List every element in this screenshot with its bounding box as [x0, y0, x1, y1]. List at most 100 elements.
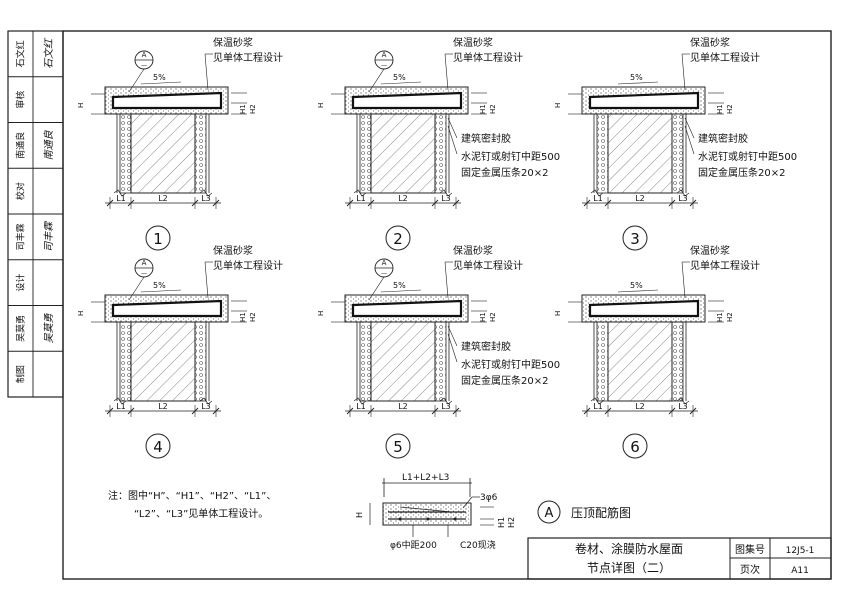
detail-6-h1: H1 — [716, 312, 724, 322]
detail-5-sealant-label: 建筑密封胶 — [461, 340, 511, 353]
detail-2-sealant-label: 建筑密封胶 — [461, 132, 511, 145]
detail-3-h2: H2 — [726, 104, 734, 114]
detail-2-h1: H1 — [479, 104, 487, 114]
strip-role-3: 校对 — [15, 182, 27, 200]
strip-signature-0: 石文红 — [43, 37, 55, 69]
detail-2-slope: 5% — [393, 73, 406, 82]
detail-4-mortar-label: 保温砂浆 — [213, 244, 253, 257]
detail-2-h2: H2 — [489, 104, 497, 114]
detail-3-sealant-label: 建筑密封胶 — [698, 132, 748, 145]
detail-6-design-label: 见单体工程设计 — [690, 259, 760, 272]
detail-6-l1: L1 — [593, 402, 603, 411]
rebar-h1-label: H1 — [497, 517, 506, 528]
detail-6-slope: 5% — [630, 281, 643, 290]
page-value: A11 — [791, 566, 809, 576]
detail-3-h1: H1 — [716, 104, 724, 114]
atlas-label: 图集号 — [735, 543, 765, 556]
detail-4-design-label: 见单体工程设计 — [213, 259, 283, 272]
strip-role-0: 石文红 — [15, 40, 27, 67]
detail-number-4: 4 — [153, 438, 163, 456]
detail-5-slope: 5% — [393, 281, 406, 290]
detail-3-strip-label: 固定金属压条20×2 — [698, 166, 785, 179]
detail-6-mortar-label: 保温砂浆 — [690, 244, 730, 257]
strip-signature-4: 司丰霖 — [43, 221, 55, 252]
detail-5-h1: H1 — [479, 312, 487, 322]
detail-3-nail-label: 水泥钉或射钉中距500 — [698, 150, 797, 163]
detail-4-ref-number: — — [141, 270, 147, 277]
detail-5-h2: H2 — [489, 312, 497, 322]
strip-role-4: 司丰霖 — [15, 223, 27, 250]
detail-2-nail-label: 水泥钉或射钉中距500 — [461, 150, 560, 163]
detail-5-l2: L2 — [398, 402, 408, 411]
detail-1-slope: 5% — [153, 73, 166, 82]
detail-number-5: 5 — [393, 438, 403, 456]
detail-4-l2: L2 — [158, 402, 168, 411]
rebar-h2-label: H2 — [507, 517, 516, 528]
detail-4-h: H — [77, 311, 85, 316]
detail-1-h2: H2 — [249, 104, 257, 114]
rebar-ref-letter: A — [545, 506, 554, 521]
detail-number-6: 6 — [630, 438, 640, 456]
detail-5-design-label: 见单体工程设计 — [453, 259, 523, 272]
detail-6-l3: L3 — [678, 402, 688, 411]
title-line-2: 节点详图（二） — [587, 560, 671, 575]
rebar-h-label: H — [355, 512, 364, 518]
strip-role-2: 南通良 — [15, 132, 27, 159]
note-line-1: 注：图中“H”、“H1”、“H2”、“L1”、 — [108, 489, 276, 502]
detail-5-strip-label: 固定金属压条20×2 — [461, 374, 548, 387]
detail-3-h: H — [554, 103, 562, 108]
detail-2-h: H — [317, 103, 325, 108]
detail-4-l1: L1 — [116, 402, 126, 411]
detail-6-h: H — [554, 311, 562, 316]
detail-5-nail-label: 水泥钉或射钉中距500 — [461, 358, 560, 371]
signature-strip: 石文红石文红审核南通良南通良校对司丰霖司丰霖设计吴莫勇吴莫勇制图 — [7, 30, 64, 398]
strip-role-6: 吴莫勇 — [15, 315, 27, 342]
detail-4-h2: H2 — [249, 312, 257, 322]
detail-1-h1: H1 — [239, 104, 247, 114]
detail-4-ref-letter: A — [142, 259, 147, 267]
note-line-2: “L2”、“L3”见单体工程设计。 — [134, 507, 268, 520]
detail-3-slope: 5% — [630, 73, 643, 82]
rebar-total-label: L1+L2+L3 — [402, 473, 449, 483]
detail-5-l1: L1 — [356, 402, 366, 411]
strip-signature-2: 南通良 — [43, 129, 55, 160]
detail-1-l1: L1 — [116, 194, 126, 203]
detail-1-l3: L3 — [201, 194, 211, 203]
detail-1-ref-number: — — [141, 62, 147, 69]
detail-3-l1: L1 — [593, 194, 603, 203]
detail-2-ref-number: — — [381, 62, 387, 69]
rebar-concrete-label: C20现浇 — [460, 539, 496, 551]
title-line-1: 卷材、涂膜防水屋面 — [575, 541, 683, 556]
rebar-title: 压顶配筋图 — [571, 505, 631, 520]
page-label: 页次 — [740, 563, 760, 576]
strip-role-7: 制图 — [15, 365, 27, 383]
detail-3-mortar-label: 保温砂浆 — [690, 36, 730, 49]
detail-2-strip-label: 固定金属压条20×2 — [461, 166, 548, 179]
detail-5-ref-letter: A — [382, 259, 387, 267]
detail-3-design-label: 见单体工程设计 — [690, 51, 760, 64]
detail-2-l2: L2 — [398, 194, 408, 203]
detail-4-slope: 5% — [153, 281, 166, 290]
title-block: 卷材、涂膜防水屋面 节点详图（二） 图集号 12J5-1 页次 A11 — [527, 537, 832, 580]
detail-2-ref-letter: A — [382, 51, 387, 59]
detail-number-1: 1 — [153, 230, 163, 248]
detail-1-design-label: 见单体工程设计 — [213, 51, 283, 64]
detail-1-l2: L2 — [158, 194, 168, 203]
detail-2-design-label: 见单体工程设计 — [453, 51, 523, 64]
detail-5-l3: L3 — [441, 402, 451, 411]
strip-role-1: 审核 — [15, 91, 27, 109]
detail-1-h: H — [77, 103, 85, 108]
detail-5-h: H — [317, 311, 325, 316]
rebar-stirrup-label: φ6中距200 — [390, 539, 437, 551]
detail-5-mortar-label: 保温砂浆 — [453, 244, 493, 257]
detail-2-l1: L1 — [356, 194, 366, 203]
rebar-bars-label: 3φ6 — [480, 493, 498, 503]
detail-1-mortar-label: 保温砂浆 — [213, 36, 253, 49]
detail-number-2: 2 — [393, 230, 403, 248]
